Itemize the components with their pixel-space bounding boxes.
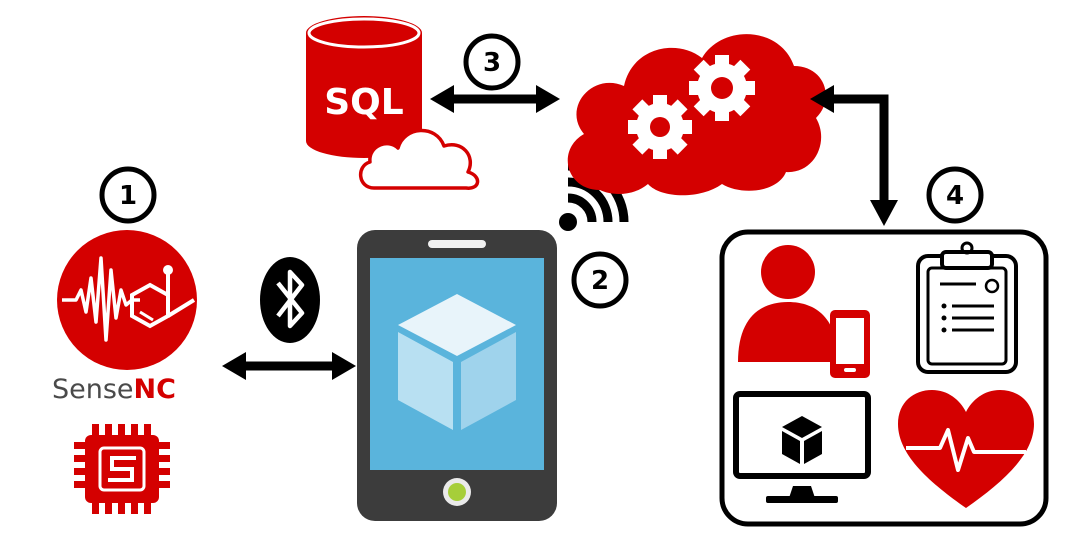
clipboard-icon — [916, 241, 1018, 374]
brand-light-text: Sense — [52, 374, 134, 405]
svg-text:SenseNC: SenseNC — [52, 374, 176, 405]
gear-icon — [628, 95, 692, 159]
step-2-label: 2 — [591, 266, 609, 296]
step-1-label: 1 — [119, 181, 137, 211]
bluetooth-icon — [260, 257, 320, 343]
step-4-label: 4 — [946, 181, 964, 211]
monitor-icon — [733, 391, 871, 503]
sql-database-icon: SQL — [306, 16, 422, 158]
step-badge-2: 2 — [571, 251, 629, 309]
step-3-label: 3 — [483, 48, 501, 78]
arrow-sql-cloud — [430, 85, 560, 113]
arrow-cloud-services — [810, 85, 898, 226]
phone-speaker — [428, 240, 486, 248]
step-badge-1: 1 — [99, 166, 157, 224]
user-phone-icon — [738, 245, 870, 378]
cloud-gears-icon — [567, 34, 826, 196]
chip-icon — [74, 424, 170, 514]
step-badge-3: 3 — [463, 33, 521, 91]
sensenc-wordmark: SenseNC — [52, 374, 176, 405]
sensenc-logo-icon — [57, 230, 197, 370]
services-panel — [719, 229, 1049, 527]
step-badge-4: 4 — [926, 166, 984, 224]
smartphone-icon — [357, 230, 557, 521]
heart-pulse-icon — [898, 390, 1034, 508]
app-cube-icon — [398, 294, 516, 430]
sql-label: SQL — [324, 82, 403, 123]
phone-screen — [370, 258, 544, 470]
cloud-icon — [359, 128, 480, 190]
brand-bold-text: NC — [134, 374, 176, 405]
monitor-cube-icon — [782, 416, 822, 464]
gear-icon — [689, 55, 755, 121]
arrow-sensor-phone — [222, 352, 356, 380]
